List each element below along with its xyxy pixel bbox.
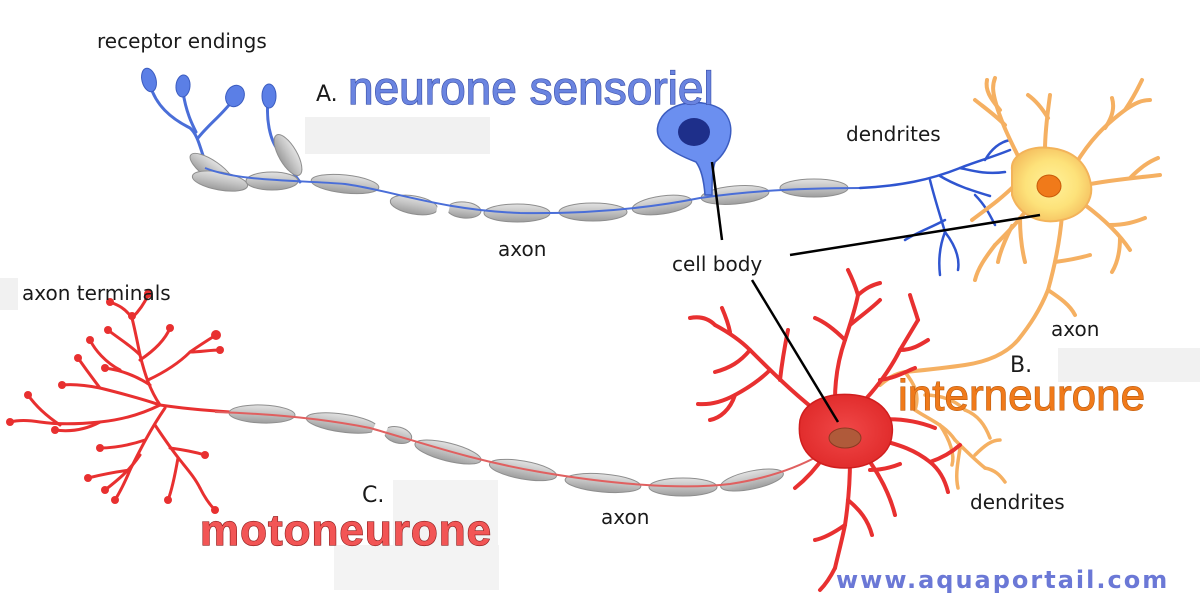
label-pointers: [710, 161, 1041, 423]
sensory-neuron: [141, 67, 1012, 277]
label-dendrites-top: dendrites: [846, 122, 941, 146]
label-dendrites-bottom: dendrites: [970, 490, 1065, 514]
label-axon-terminals: axon terminals: [22, 281, 171, 305]
placeholder-box: [305, 117, 490, 154]
website-watermark: www.aquaportail.com: [836, 566, 1169, 594]
placeholder-box: [1058, 348, 1200, 382]
label-receptor-endings: receptor endings: [97, 29, 267, 53]
section-a-marker: A.: [316, 82, 338, 107]
placeholder-box: [334, 545, 499, 590]
title-motoneurone: motoneurone: [200, 506, 492, 555]
motor-neuron: [6, 268, 962, 592]
section-b-marker: B.: [1010, 353, 1032, 378]
label-axon-right: axon: [1051, 317, 1099, 341]
section-c-marker: C.: [362, 483, 384, 508]
label-axon-bottom: axon: [601, 505, 649, 529]
label-axon-top: axon: [498, 237, 546, 261]
title-neurone-sensoriel: neurone sensoriel: [348, 62, 714, 114]
interneuron: [878, 76, 1162, 490]
title-interneurone: interneurone: [898, 371, 1145, 420]
label-cell-body: cell body: [672, 252, 762, 276]
placeholder-box: [0, 278, 18, 310]
